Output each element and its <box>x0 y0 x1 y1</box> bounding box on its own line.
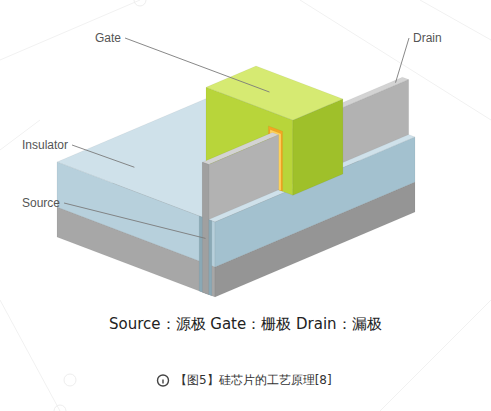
part-label: Source <box>22 196 60 210</box>
leader-line <box>64 203 205 238</box>
background-line <box>0 300 60 411</box>
finfet-drawing <box>57 66 415 297</box>
background-dot <box>64 374 76 386</box>
background-dot <box>54 405 66 411</box>
caption-icon-ring <box>158 375 169 386</box>
part-label: Gate <box>95 31 121 45</box>
term-legend: Source：源极 Gate：栅极 Drain：漏极 <box>109 315 382 334</box>
figure-caption: 【图5】硅芯片的工艺原理[8] <box>175 372 332 389</box>
background-line <box>0 0 140 60</box>
part-label: Drain <box>413 31 442 45</box>
caption-icon <box>158 375 169 386</box>
leader-line <box>125 38 269 92</box>
source-plate <box>202 162 208 294</box>
caption-icon-mark <box>162 380 163 384</box>
source-fin-side-face <box>209 135 279 220</box>
leader-lines <box>64 38 409 238</box>
leader-line <box>396 38 409 83</box>
background-dot <box>134 0 146 6</box>
background-line <box>380 300 491 411</box>
insulator-block-front-face <box>57 162 215 267</box>
leader-line <box>72 145 134 167</box>
part-label: Insulator <box>22 138 68 152</box>
gate-block-side-face <box>293 99 343 195</box>
